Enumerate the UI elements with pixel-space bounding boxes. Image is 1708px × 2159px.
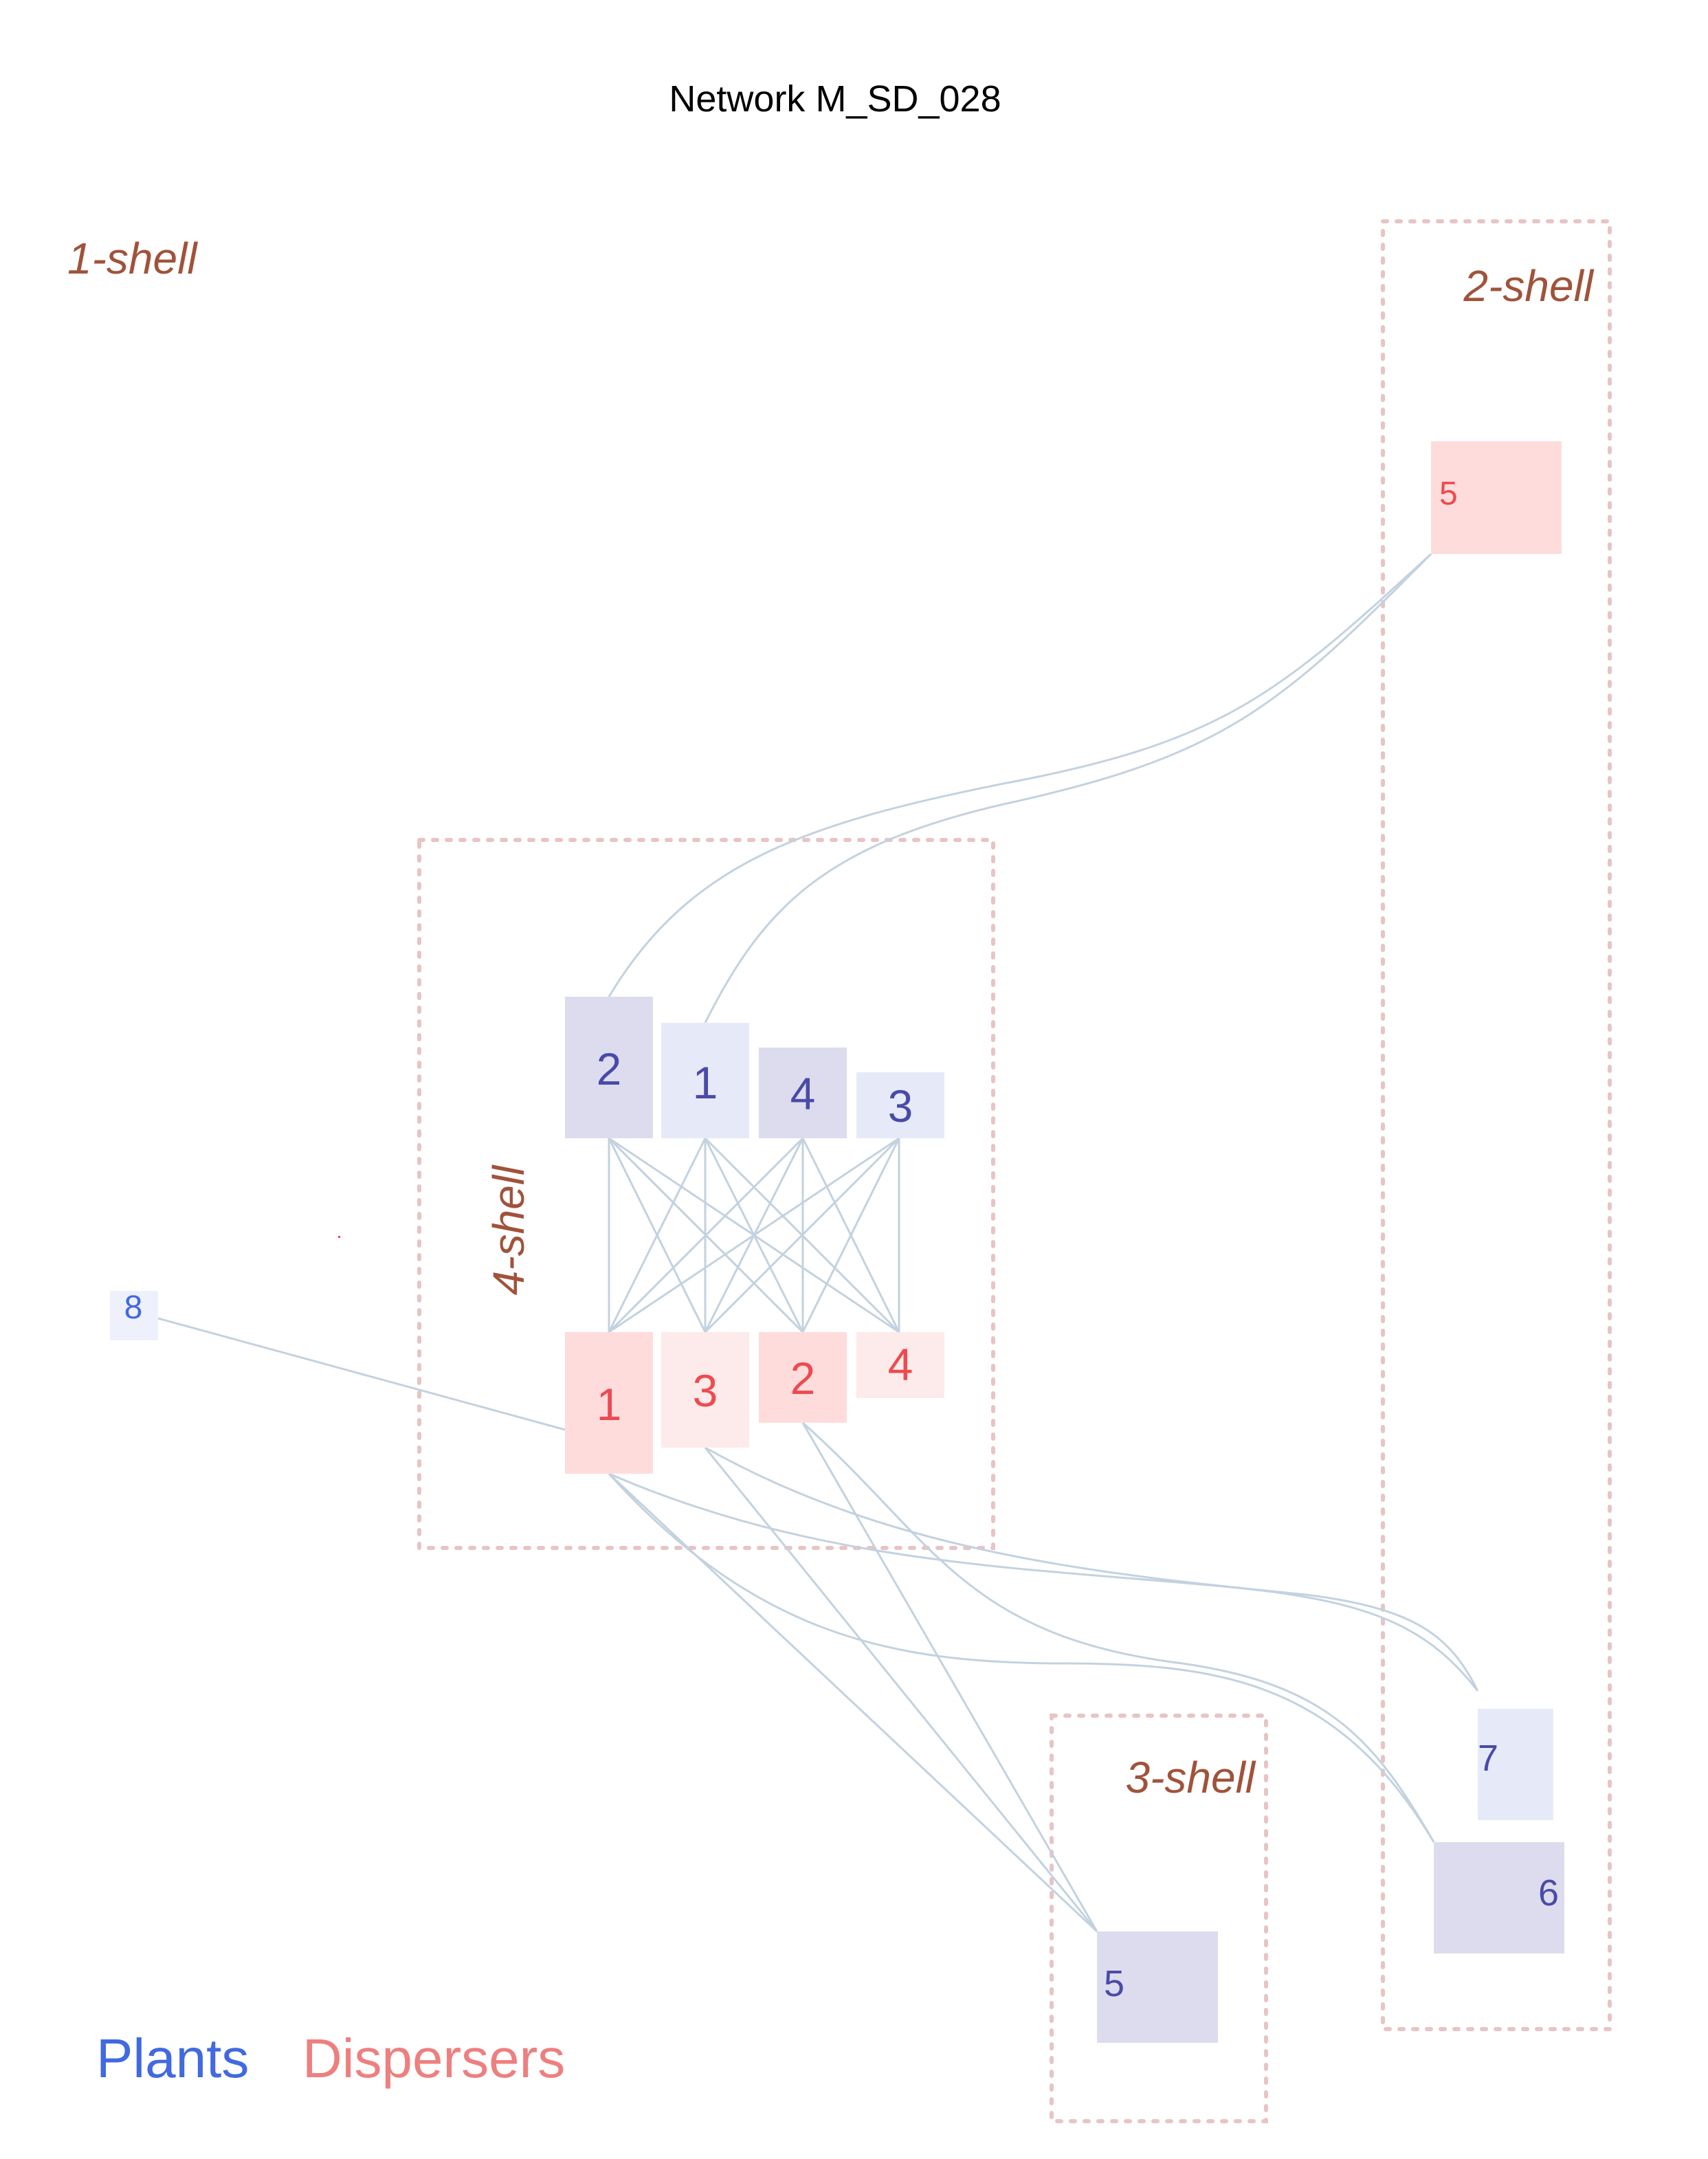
node-label: 4 <box>888 1339 913 1390</box>
disperser-node-5[interactable]: 5 <box>1431 441 1562 554</box>
node-label: 2 <box>597 1043 622 1094</box>
node-box <box>1097 1931 1218 2043</box>
edge <box>801 1138 900 1333</box>
node-box <box>1431 441 1562 554</box>
plant-node-7[interactable]: 7 <box>1478 1709 1553 1820</box>
edge <box>608 1137 900 1333</box>
shell-2-box <box>1381 219 1612 2031</box>
node-label: 1 <box>693 1057 718 1108</box>
node-label: 5 <box>1439 476 1458 512</box>
node-box <box>759 1048 847 1138</box>
edge <box>608 553 1432 997</box>
edge <box>704 1137 900 1333</box>
shell-4-box <box>417 838 995 1550</box>
shell-4-label: 4-shell <box>484 1164 533 1295</box>
edge <box>157 1317 566 1431</box>
node-box <box>661 1332 749 1448</box>
node-box <box>856 1072 944 1138</box>
edge <box>801 1422 1098 1932</box>
shell-3-label: 3-shell <box>1125 1753 1256 1802</box>
node-label: 5 <box>1104 1963 1124 2004</box>
edge <box>608 1472 1479 1692</box>
plant-node-1[interactable]: 1 <box>661 1023 749 1138</box>
edges <box>157 553 1479 1933</box>
node-label: 3 <box>888 1081 913 1131</box>
node-box <box>110 1291 158 1340</box>
node-box <box>565 1332 653 1474</box>
legend-dispersers: Dispersers <box>302 2028 565 2089</box>
legend-plants: Plants <box>96 2028 249 2089</box>
plant-node-5[interactable]: 5 <box>1097 1931 1218 2043</box>
edge <box>608 1472 1435 1843</box>
node-label: 2 <box>790 1353 816 1404</box>
node-box <box>856 1332 944 1398</box>
diagram-title: Network M_SD_028 <box>669 78 1001 120</box>
edge <box>608 1138 707 1333</box>
node-label: 1 <box>597 1379 622 1430</box>
node-label: 7 <box>1478 1738 1498 1779</box>
edge <box>704 553 1432 1023</box>
plant-node-6[interactable]: 6 <box>1434 1842 1564 1953</box>
node-label: 6 <box>1538 1872 1559 1914</box>
edge <box>608 1137 804 1333</box>
disperser-node-2[interactable]: 2 <box>759 1332 847 1423</box>
node-box <box>661 1023 749 1138</box>
shell-3-box <box>1050 1714 1268 2123</box>
shell-2-label: 2-shell <box>1463 261 1594 311</box>
node-box <box>565 997 653 1138</box>
node-label: 4 <box>790 1068 816 1119</box>
edge <box>802 1421 1435 1843</box>
disperser-node-1[interactable]: 1 <box>565 1332 653 1474</box>
node-label: 8 <box>124 1289 143 1326</box>
edge <box>704 1447 1098 1932</box>
edge <box>608 1472 1098 1933</box>
plant-node-2[interactable]: 2 <box>565 997 653 1138</box>
node-box <box>1434 1842 1564 1953</box>
node-label: 3 <box>693 1365 718 1416</box>
node-box <box>759 1332 847 1423</box>
edge <box>705 1446 1479 1692</box>
plant-node-3[interactable]: 3 <box>856 1072 944 1138</box>
node-box <box>1478 1709 1553 1820</box>
disperser-node-4[interactable]: 4 <box>856 1332 944 1398</box>
shell-1-label: 1-shell <box>67 234 198 283</box>
disperser-node-3[interactable]: 3 <box>661 1332 749 1448</box>
marker-dot <box>338 1236 340 1238</box>
plant-node-4[interactable]: 4 <box>759 1048 847 1138</box>
plant-node-8[interactable]: 8 <box>110 1289 158 1340</box>
